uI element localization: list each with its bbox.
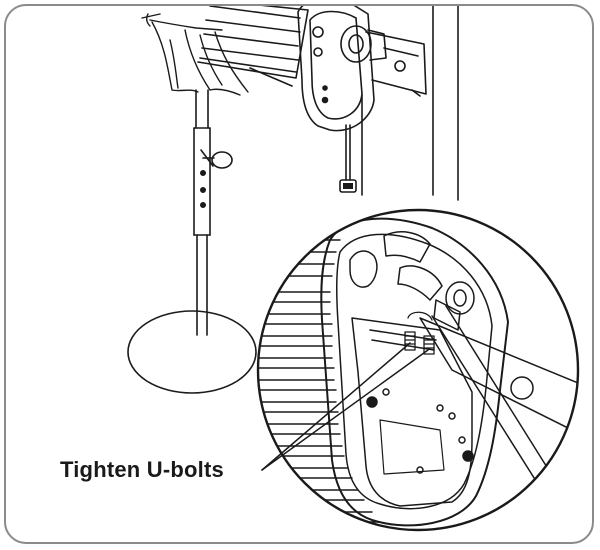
callout-leaders xyxy=(261,342,429,471)
callout-label: Tighten U-bolts xyxy=(60,457,224,482)
inset-bracket-arm xyxy=(419,317,578,445)
inset-bolt-plate xyxy=(351,317,473,507)
inset-end-cap-shell xyxy=(320,217,509,527)
inset-screws xyxy=(366,388,474,474)
inset-u-bolts xyxy=(404,311,435,355)
curtain xyxy=(141,13,249,96)
inset-rod xyxy=(431,315,549,501)
stand-pole xyxy=(193,89,233,336)
magnified-inset xyxy=(256,208,580,532)
end-cap-assembly xyxy=(297,6,427,193)
stand-base xyxy=(127,310,257,394)
roller-tube xyxy=(197,6,309,87)
wall-posts xyxy=(361,6,459,201)
